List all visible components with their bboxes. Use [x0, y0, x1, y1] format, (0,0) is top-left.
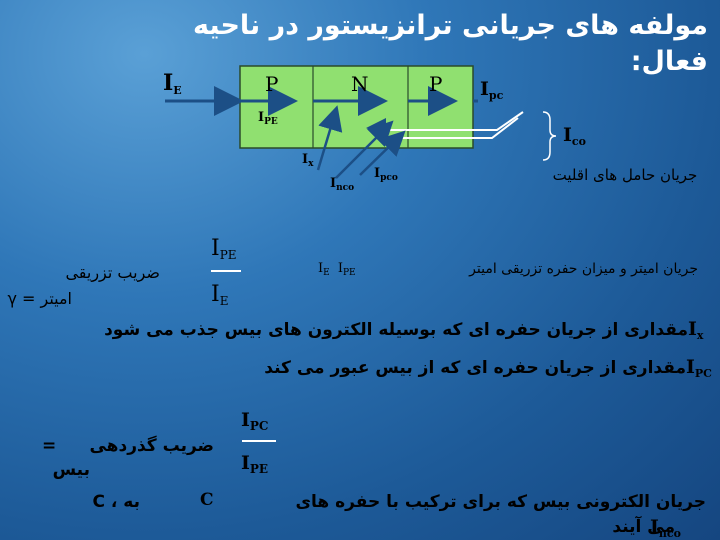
- transport-eq: =: [42, 436, 57, 456]
- bottom-description: جریان الکترونی بیس که برای ترکیب با حفره…: [295, 492, 706, 512]
- ipe-label: IPE: [258, 110, 278, 127]
- region-n-base: N: [351, 72, 369, 96]
- region-p-collector: P: [429, 72, 443, 96]
- injection-coef-label: ضریب تزریقی: [65, 263, 160, 282]
- ipc-description: مقداری از جریان حفره ای که از بیس عبور م…: [264, 358, 686, 378]
- ipc-symbol: IPC: [686, 356, 712, 380]
- transport-numerator: IPC: [241, 409, 269, 433]
- transport-fraction-bar: [242, 440, 276, 442]
- transport-denominator: IPE: [241, 452, 269, 476]
- injection-numerator: IPE: [211, 236, 237, 262]
- c-symbol: C: [200, 490, 214, 510]
- bottom-description-2: می آیند: [612, 517, 675, 537]
- transistor-diagram: [165, 65, 557, 179]
- injection-definition: IE IPE: [318, 261, 356, 278]
- injection-coef-label-2: امیتر = γ: [7, 289, 72, 308]
- def-ipe: IPE: [337, 261, 356, 278]
- slide-title: مولفه های جریانی ترانزیستور در ناحیه فعا…: [193, 10, 708, 77]
- def-ie: IE: [318, 261, 330, 278]
- injection-fraction-bar: [211, 270, 241, 272]
- ipc-label: Ipc: [480, 78, 504, 102]
- ico-line-1: [380, 111, 524, 131]
- ix-description: مقداری از جریان حفره ای که بوسیله الکترو…: [104, 320, 688, 340]
- injection-definition-text: جریان امیتر و میزان حفره تزریقی امیتر: [469, 261, 698, 277]
- inco-symbol-bottom: Inco: [650, 516, 681, 540]
- ix-arrow: [316, 105, 343, 171]
- transport-coef-label-2: بیس: [52, 460, 90, 480]
- transport-coef-label: ضریب گذردهی: [89, 436, 214, 456]
- ipco-arrow: [359, 130, 406, 176]
- bottom-middle: C ، به: [92, 492, 140, 512]
- ipco-label: Ipco: [374, 166, 398, 183]
- minority-carrier-caption: جریان حامل های اقلیت: [552, 166, 698, 184]
- ix-symbol: Ix: [688, 318, 704, 342]
- region-p-emitter: P: [265, 72, 279, 96]
- ico-line-2: [388, 117, 519, 139]
- ix-label: Ix: [302, 152, 314, 169]
- ie-label: IE: [163, 70, 182, 97]
- ico-brace: [542, 111, 557, 161]
- injection-denominator: IE: [211, 282, 229, 308]
- inco-label: Inco: [330, 176, 355, 193]
- ico-label: Ico: [563, 124, 586, 148]
